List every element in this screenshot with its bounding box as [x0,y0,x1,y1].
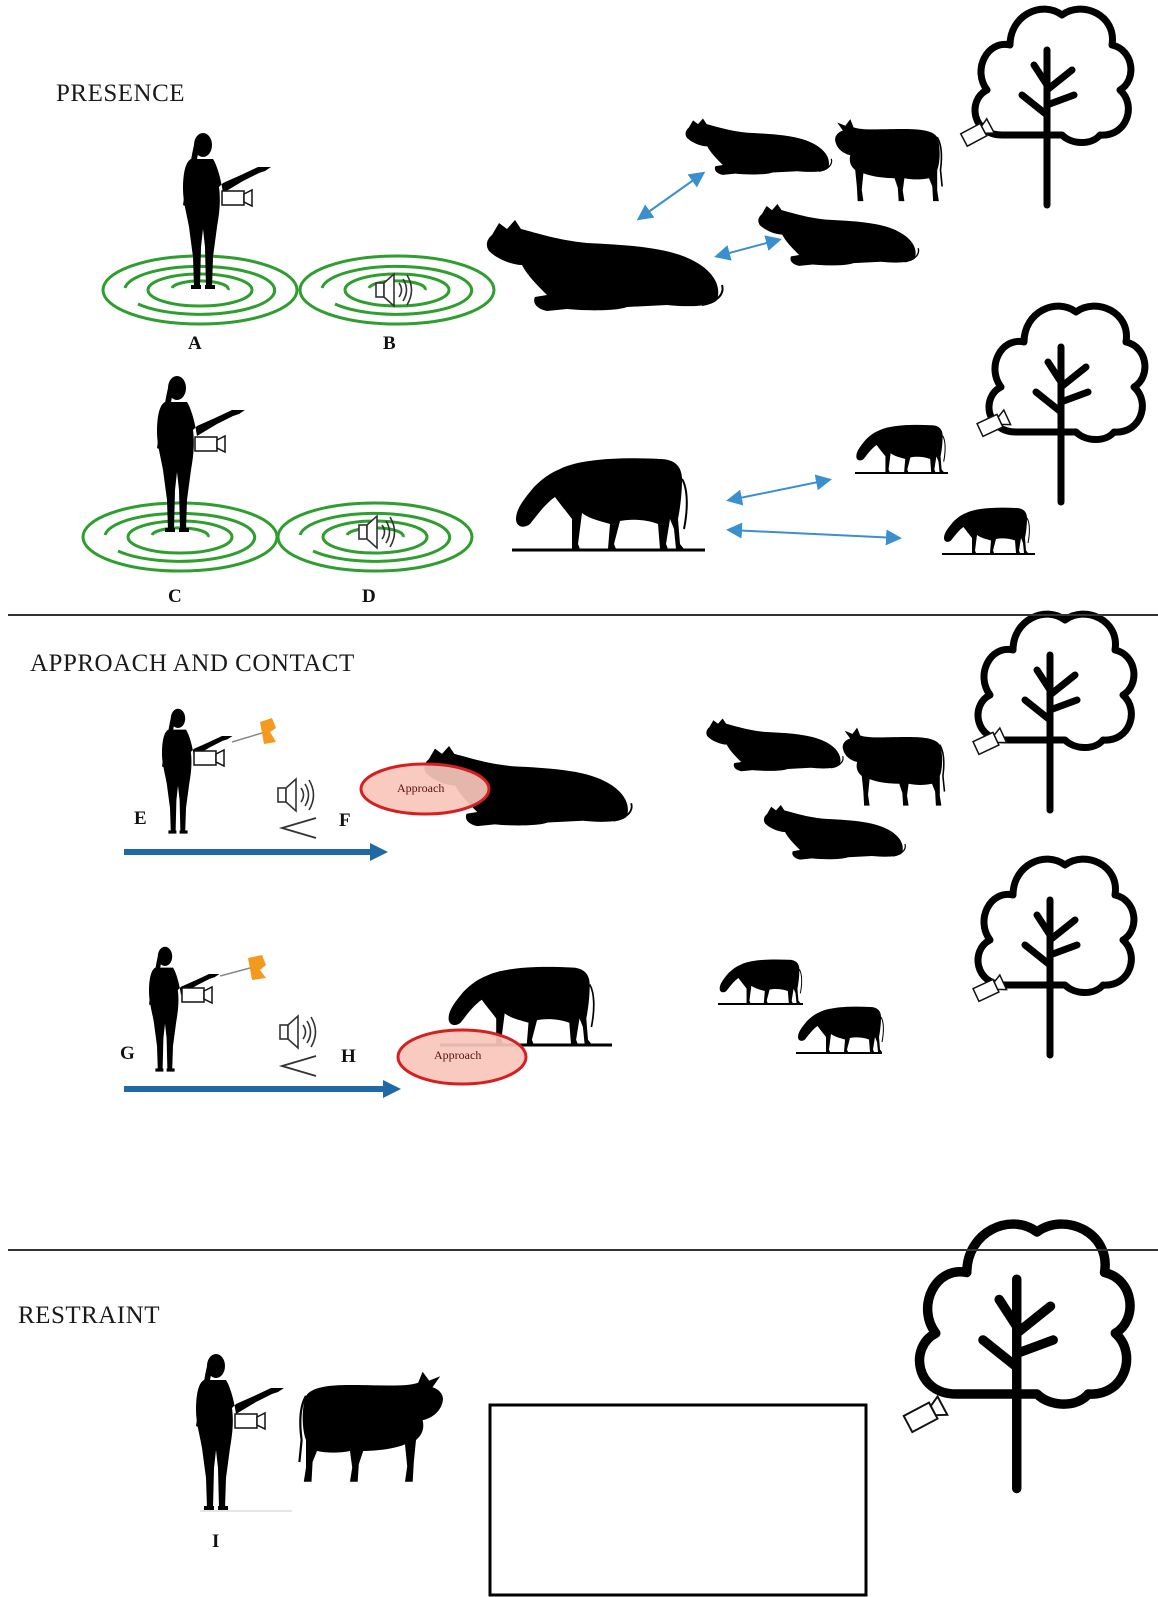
cow-lying-top [684,117,833,176]
double-arrow [714,235,782,261]
cow-grazing-small [943,507,1030,554]
restraint-box [488,1403,868,1597]
cow-standing-restraint [298,1370,445,1483]
approach-label: Approach [397,781,445,795]
approach-label: Approach [434,1048,482,1062]
camera-icon [193,749,225,767]
speaker-icon [375,273,413,307]
tree-icon [978,859,1134,1055]
camera-icon [234,1412,266,1430]
person-i [196,1354,284,1510]
panel-label-e: E [134,808,147,829]
panel-label-c: C [168,586,182,607]
panel-label-h: H [341,1046,356,1067]
blue-arrow-head [370,843,388,861]
speaker-icon [279,1015,317,1049]
rings-b [298,254,496,326]
camera-icon [194,435,226,453]
person-g [149,946,220,1072]
approach-ellipse [396,1028,528,1086]
camera-icon [902,1395,949,1435]
tree-icon [975,9,1131,205]
cow-lying-right [705,717,844,772]
cow-lying-right [763,804,906,861]
camera-icon [181,986,213,1004]
person-a [183,133,271,289]
person-e [162,708,233,834]
double-arrow [636,171,706,221]
cow-standing-right [841,726,946,807]
cow-grazing-right [719,958,803,1004]
less-than-sign [278,1055,317,1077]
cow-grazing-large [515,457,688,550]
cow-grazing-small [855,424,946,473]
divider [8,1249,1158,1251]
cow-lying-mid [757,203,920,267]
panel-label-a: A [188,333,202,354]
blue-arrow-head [383,1080,401,1098]
tree-icon [920,1224,1130,1488]
section-title-restraint: RESTRAINT [18,1302,160,1329]
double-arrow [726,522,902,546]
divider [8,614,1158,616]
section-title-presence: PRESENCE [56,80,186,107]
tree-icon [989,306,1145,502]
section-title-approach-contact: APPROACH AND CONTACT [30,650,355,677]
less-than-sign [278,817,317,839]
approach-ellipse [359,762,491,816]
panel-label-i: I [212,1531,220,1552]
cow-lying-large [485,219,724,312]
double-arrow [726,474,832,506]
panel-label-d: D [362,586,376,607]
flag-icon [231,718,276,744]
flag-icon [219,955,266,980]
panel-label-g: G [120,1043,135,1064]
panel-label-f: F [339,810,351,831]
speaker-icon [277,778,315,812]
panel-label-b: B [383,333,396,354]
cow-grazing-right [797,1006,884,1053]
camera-icon [221,189,253,207]
cow-standing-top [834,118,943,202]
tree-icon [978,614,1134,810]
